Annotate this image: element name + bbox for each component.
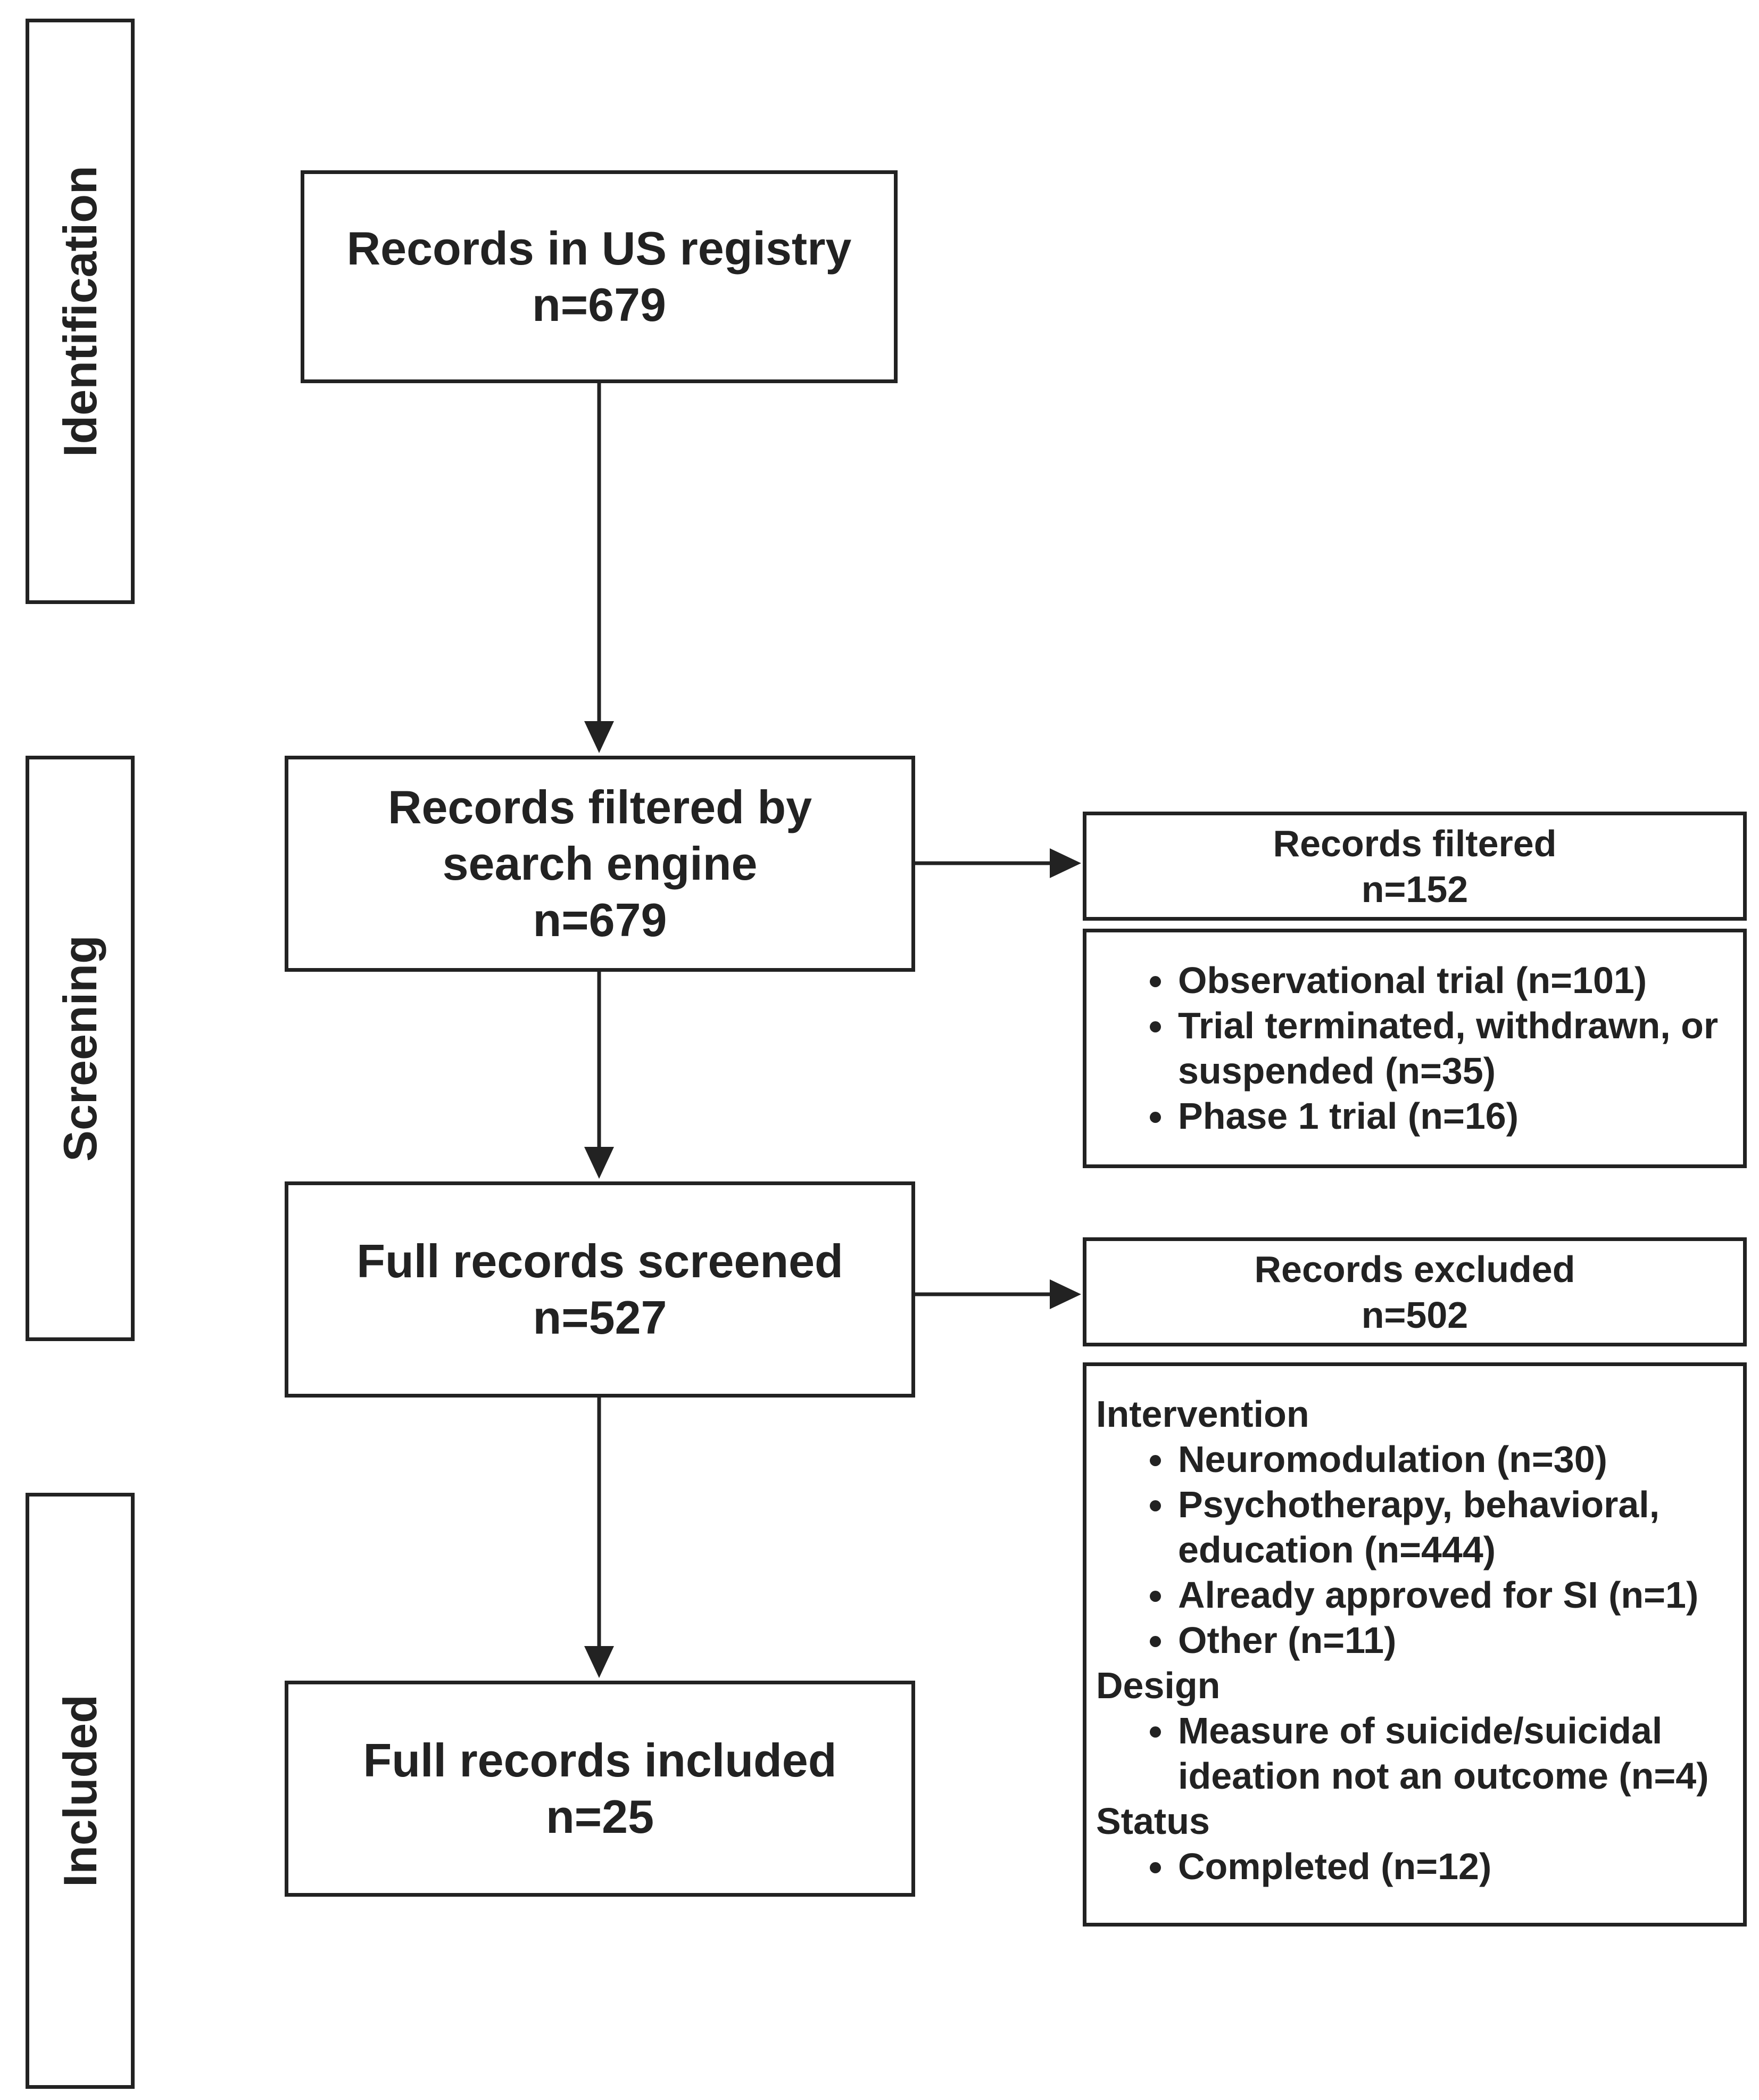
box-count: n=502 — [1361, 1294, 1468, 1336]
arrowhead — [584, 1646, 614, 1678]
box-title: Records in US registry — [346, 222, 852, 275]
box-records-excluded: Records excluded n=502 — [1083, 1237, 1747, 1346]
box-count: n=679 — [532, 278, 666, 331]
arrowhead — [1050, 848, 1081, 878]
stage-included: Included — [26, 1493, 135, 2089]
box-records-registry: Records in US registry n=679 — [301, 170, 898, 383]
arrowhead — [584, 721, 614, 753]
stage-screening: Screening — [26, 756, 135, 1341]
list-item: Psychotherapy, behavioral, education (n=… — [1176, 1482, 1743, 1573]
list-item: Completed (n=12) — [1176, 1844, 1743, 1889]
filtered-reasons-list: Observational trial (n=101) Trial termin… — [1083, 929, 1747, 1168]
list-item: Measure of suicide/suicidal ideation not… — [1176, 1708, 1743, 1799]
box-count: n=679 — [533, 894, 667, 946]
list-item: Observational trial (n=101) — [1176, 958, 1743, 1003]
arrowhead — [584, 1147, 614, 1179]
box-title: Records filtered — [1273, 822, 1557, 864]
list-item: Neuromodulation (n=30) — [1176, 1437, 1743, 1482]
stage-identification: Identification — [26, 19, 135, 604]
box-records-filtered-by-search-engine: Records filtered by search engine n=679 — [285, 756, 915, 972]
box-count: n=25 — [545, 1790, 654, 1843]
box-title: Records excluded — [1254, 1248, 1575, 1290]
box-title: Full records included — [363, 1734, 837, 1787]
category-intervention: Intervention — [1096, 1393, 1309, 1435]
box-title-line2: search engine — [442, 837, 758, 890]
box-full-records-screened: Full records screened n=527 — [285, 1181, 915, 1398]
arrowhead — [1050, 1279, 1081, 1309]
box-title: Full records screened — [356, 1235, 843, 1287]
box-full-records-included: Full records included n=25 — [285, 1681, 915, 1897]
list-item: Trial terminated, withdrawn, or suspende… — [1176, 1003, 1743, 1094]
box-count: n=152 — [1361, 868, 1468, 910]
list-item: Other (n=11) — [1176, 1618, 1743, 1663]
category-status: Status — [1096, 1800, 1210, 1842]
list-item: Phase 1 trial (n=16) — [1176, 1094, 1743, 1139]
category-design: Design — [1096, 1665, 1221, 1706]
list-item: Already approved for SI (n=1) — [1176, 1573, 1743, 1618]
box-title-line1: Records filtered by — [387, 781, 812, 833]
excluded-reasons-list: Intervention Neuromodulation (n=30) Psyc… — [1083, 1362, 1747, 1927]
box-records-filtered: Records filtered n=152 — [1083, 812, 1747, 921]
box-count: n=527 — [533, 1291, 667, 1344]
